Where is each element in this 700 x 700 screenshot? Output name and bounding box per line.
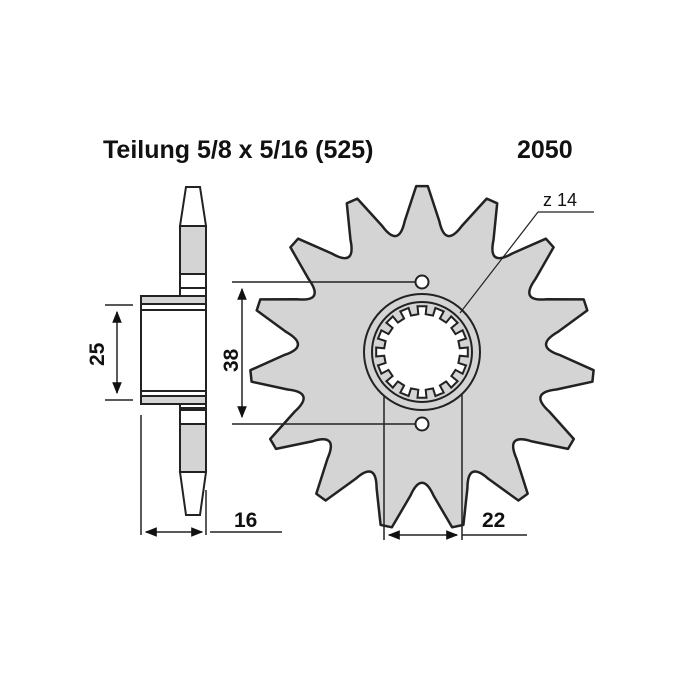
- dim-hub-width: [105, 304, 133, 401]
- sprocket-front-view: [249, 184, 595, 529]
- dim-thickness: [140, 415, 282, 537]
- side-view: [140, 186, 208, 516]
- teeth-count-leader: [459, 211, 594, 314]
- dim-thickness-label: 16: [234, 509, 257, 532]
- dim-spline-width-label: 22: [482, 509, 505, 532]
- teeth-count-label: z 14: [543, 190, 577, 210]
- dim-hub-width-label: 25: [86, 342, 109, 366]
- part-number: 2050: [517, 136, 573, 164]
- pitch-title: Teilung 5/8 x 5/16 (525): [103, 136, 374, 164]
- dim-bolt-spacing-label: 38: [220, 348, 243, 372]
- dim-bolt-spacing: [232, 281, 416, 425]
- dim-spline-width: [383, 395, 527, 540]
